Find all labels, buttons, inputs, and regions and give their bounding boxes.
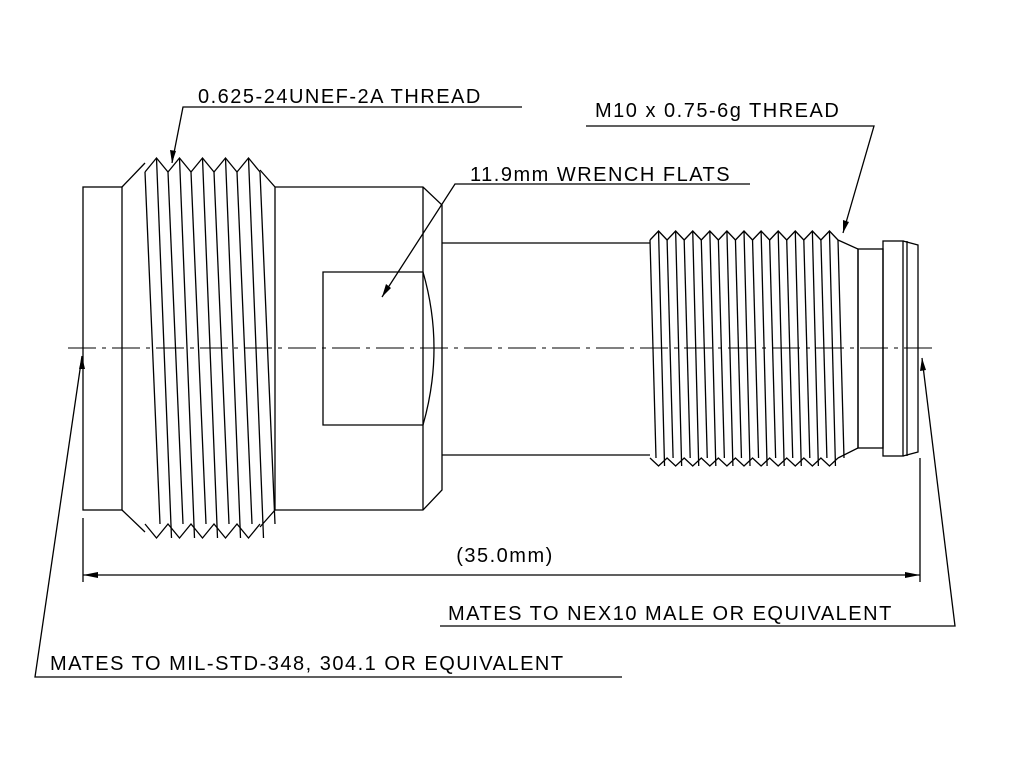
right-mating-label: MATES TO NEX10 MALE OR EQUIVALENT (448, 603, 893, 625)
shaft (442, 242, 650, 456)
left-connector-body (82, 162, 276, 533)
right-thread-label: M10 x 0.75-6g THREAD (595, 100, 840, 122)
right-thread (649, 230, 845, 467)
wrench-flats-label: 11.9mm WRENCH FLATS (470, 164, 731, 186)
right-connector-end (837, 239, 919, 459)
overall-length-label: (35.0mm) (456, 545, 554, 567)
overall-length-dimension (82, 458, 921, 582)
left-thread-label: 0.625-24UNEF-2A THREAD (198, 86, 482, 108)
leader-lines (34, 106, 956, 678)
hex-wrench-flats (275, 186, 443, 511)
left-mating-label: MATES TO MIL-STD-348, 304.1 OR EQUIVALEN… (50, 653, 565, 675)
left-thread (144, 156, 276, 540)
